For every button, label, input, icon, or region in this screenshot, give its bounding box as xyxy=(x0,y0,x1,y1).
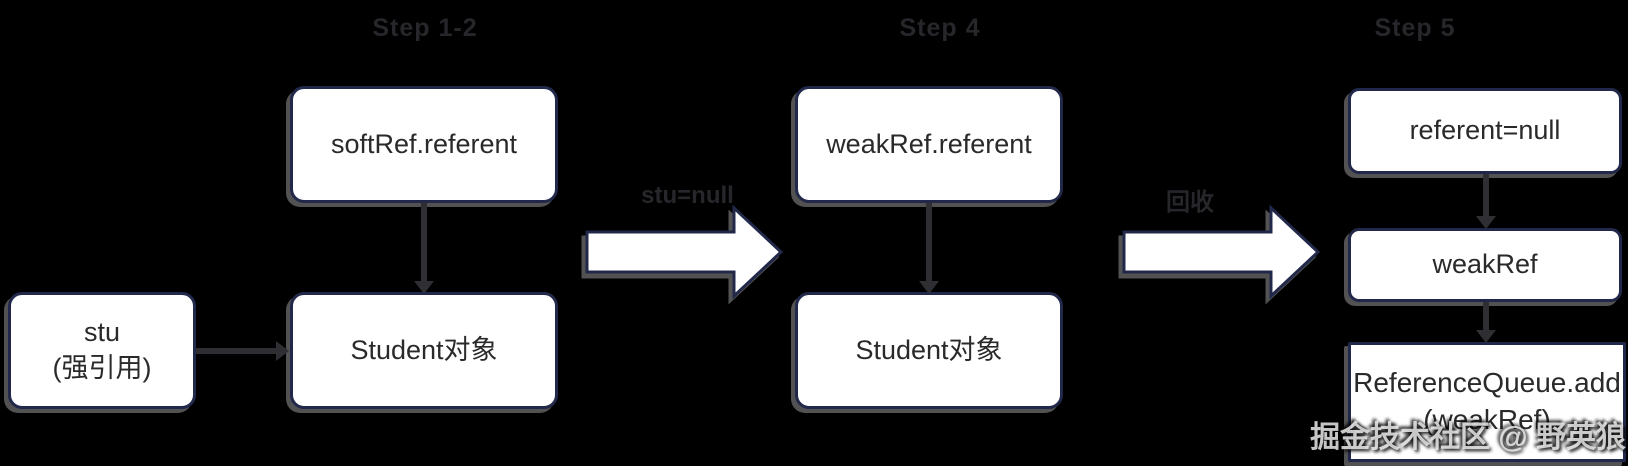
connector-line xyxy=(926,203,932,283)
big-right-arrow-icon-2 xyxy=(1122,205,1321,299)
arrow-down-icon xyxy=(1476,216,1496,229)
softref-referent-label: softRef.referent xyxy=(330,128,518,159)
arrow-down-icon xyxy=(919,281,939,294)
stu-strong-ref-box: stu (强引用) xyxy=(8,292,196,409)
reference-queue-box: ReferenceQueue.add (weakRef) xyxy=(1348,342,1626,462)
referent-null-box: referent=null xyxy=(1348,88,1622,174)
connector-line xyxy=(1483,174,1489,220)
step-label-1: Step 1-2 xyxy=(372,14,478,42)
weakref-referent-label: weakRef.referent xyxy=(826,128,1032,159)
reference-queue-label-line1: ReferenceQueue.add xyxy=(1353,367,1621,399)
softref-referent-box: softRef.referent xyxy=(290,86,558,203)
weakref-referent-box: weakRef.referent xyxy=(795,86,1063,203)
connector-line xyxy=(196,348,278,354)
arrow-down-icon xyxy=(1476,330,1496,343)
arrow-down-icon xyxy=(414,281,434,294)
watermark-text: 掘金技术社区 @ 野英狼 xyxy=(1310,421,1626,454)
arrow-right-icon xyxy=(276,341,289,361)
weakref-box: weakRef xyxy=(1348,228,1622,302)
step-label-3: Step 5 xyxy=(1374,14,1456,42)
big-right-arrow-icon-1 xyxy=(585,205,784,299)
connector-line xyxy=(1483,302,1489,334)
stu-label: stu xyxy=(83,316,121,347)
referent-null-label: referent=null xyxy=(1409,115,1561,146)
connector-line xyxy=(421,203,427,283)
student-object-label-1: Student对象 xyxy=(350,334,498,365)
student-object-box-2: Student对象 xyxy=(795,292,1063,409)
reference-queue-label-line2: (weakRef) xyxy=(1423,404,1551,435)
step-label-2: Step 4 xyxy=(899,14,981,42)
transition-label-2: 回收 xyxy=(1166,189,1214,216)
strong-ref-label: (强引用) xyxy=(52,352,152,383)
student-object-box-1: Student对象 xyxy=(290,292,558,409)
weakref-label: weakRef xyxy=(1432,249,1538,280)
transition-label-1: stu=null xyxy=(641,182,734,209)
student-object-label-2: Student对象 xyxy=(855,334,1003,365)
